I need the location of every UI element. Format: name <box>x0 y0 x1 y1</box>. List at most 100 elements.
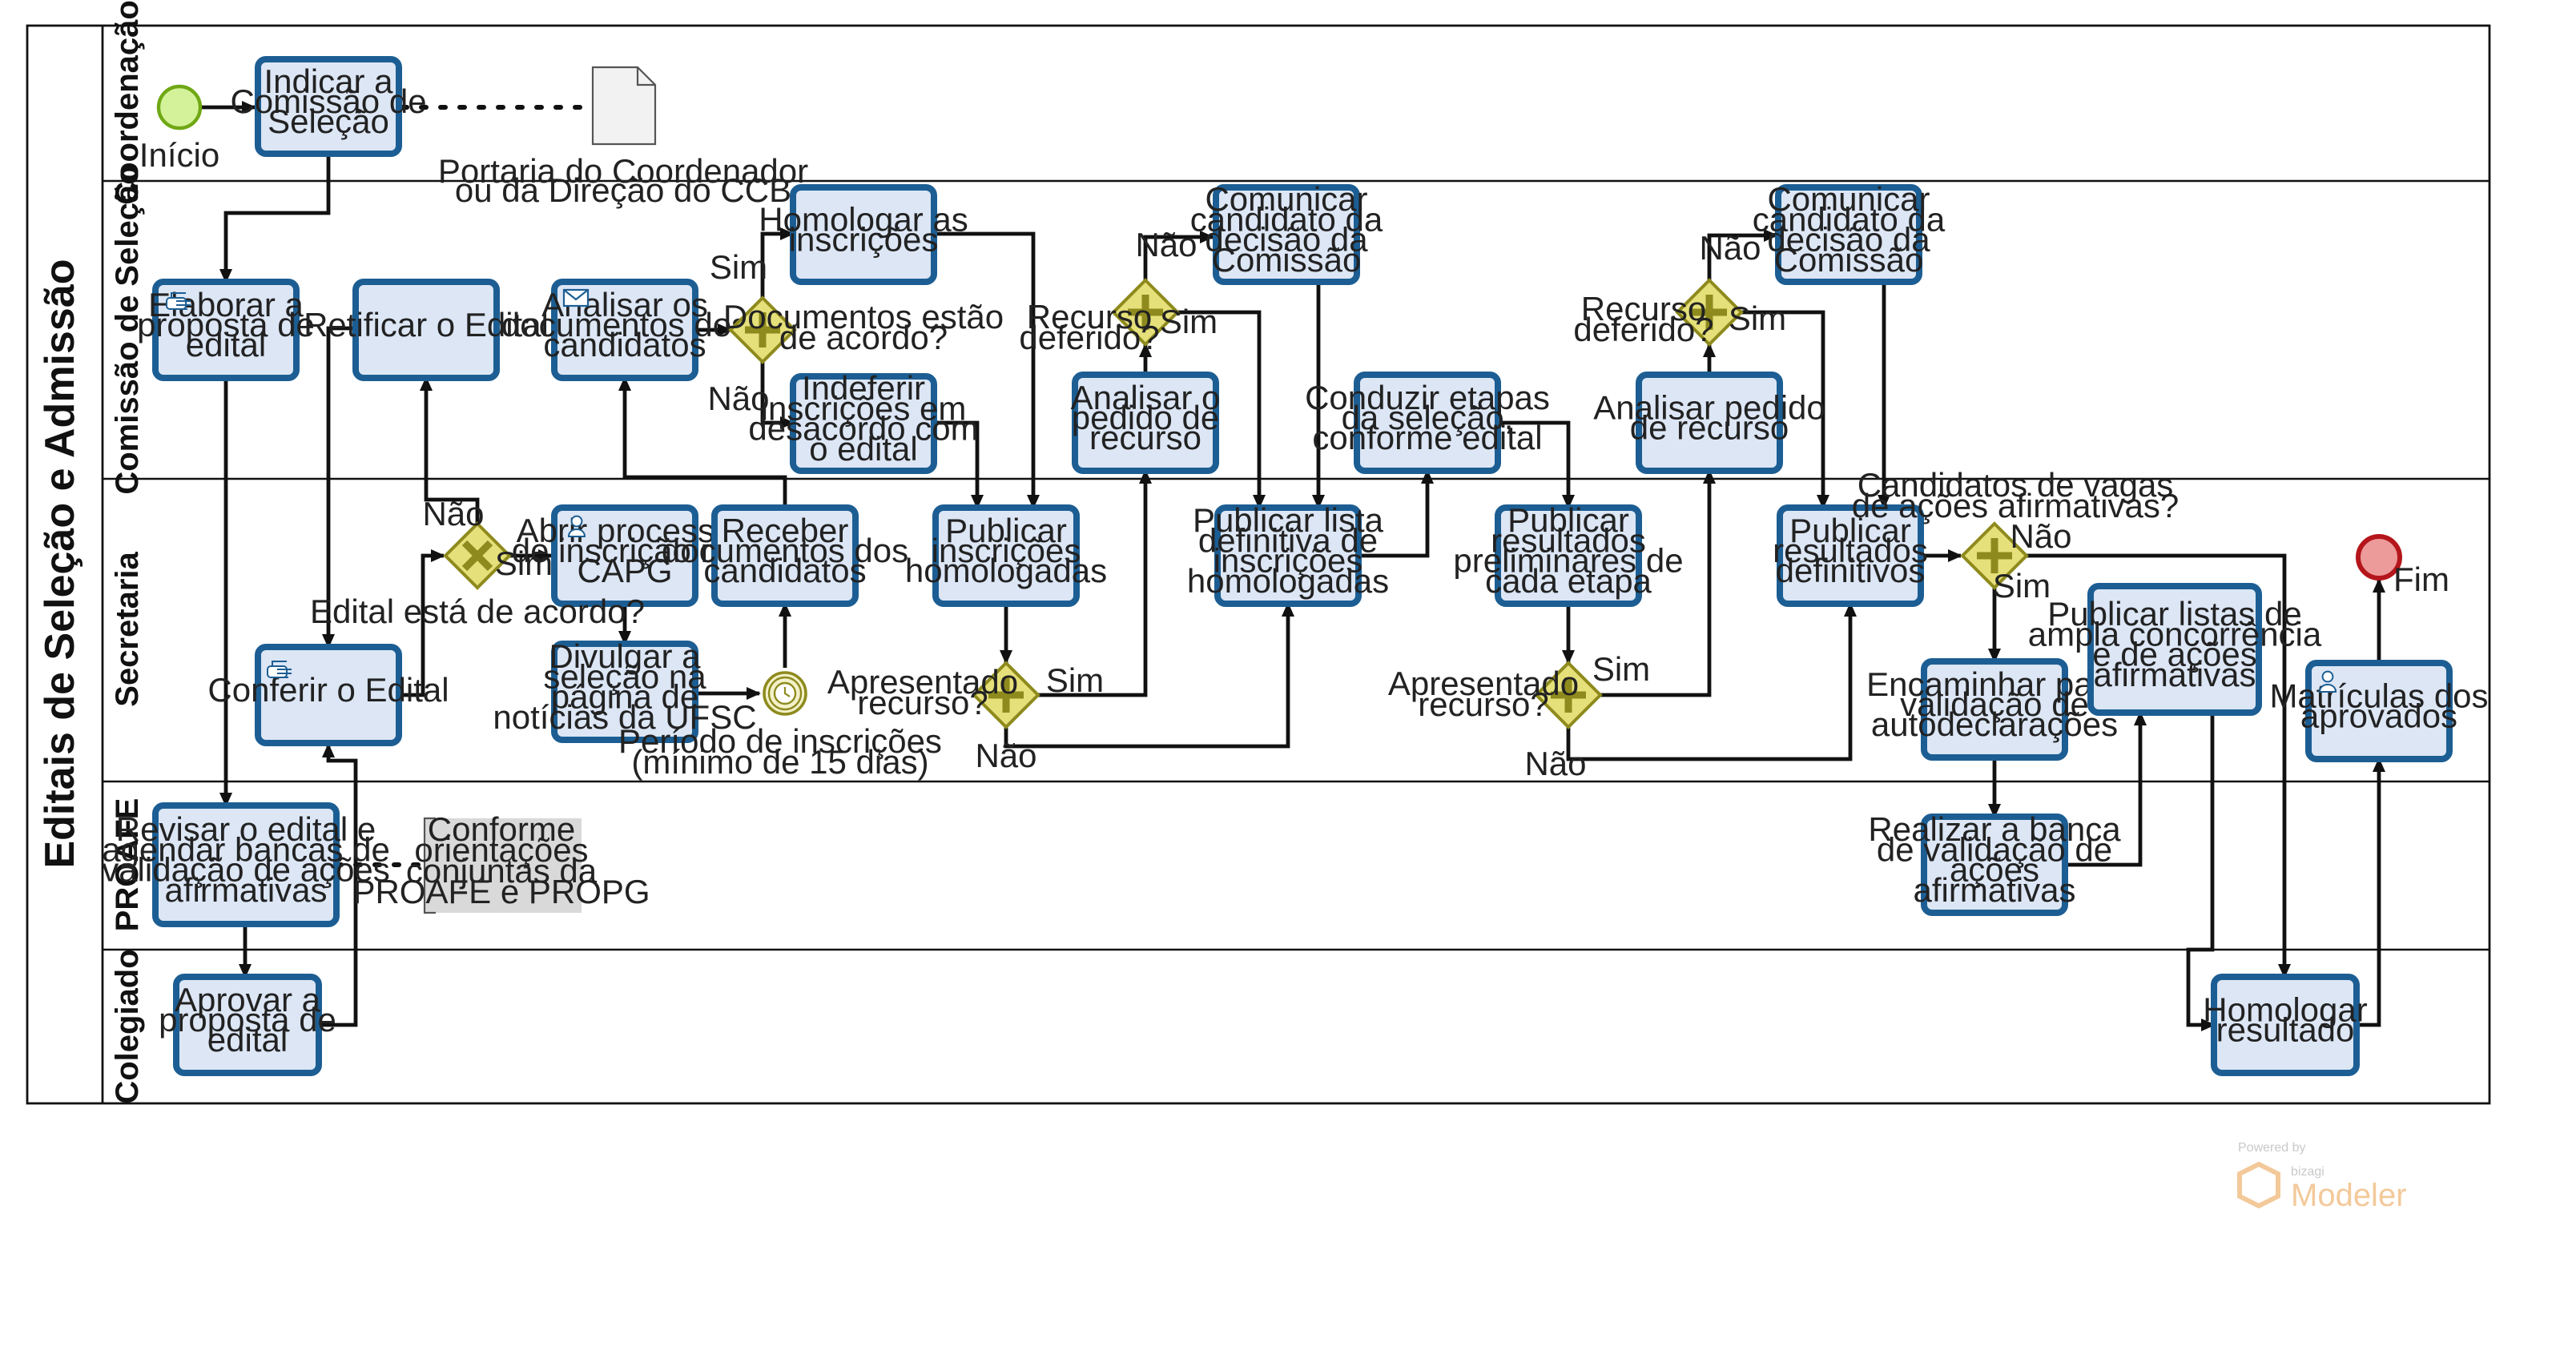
task-box <box>1072 372 1219 474</box>
task-label-line: candidato da <box>1190 200 1383 238</box>
label-periodo-1: Período de inscrições <box>618 722 942 760</box>
task-box <box>551 504 698 607</box>
label-apresentado2-1: Apresentado <box>1388 665 1579 702</box>
document-portaria-icon <box>591 66 657 146</box>
task-label-line: Publicar <box>945 512 1067 549</box>
label-sim: Sim <box>1993 567 2051 605</box>
label-nao: Não <box>1135 226 1197 263</box>
task-label-line: Publicar <box>1789 512 1911 549</box>
task-label-line: definitivos <box>1776 552 1926 589</box>
user-icon <box>2318 670 2337 693</box>
task-label-line: afirmativas <box>2093 656 2256 693</box>
end-label: Fim <box>2393 560 2449 598</box>
annotation-line-2: orientações <box>414 831 588 869</box>
task-label-line: candidato da <box>1753 200 1946 238</box>
task-label-line: conforme edital <box>1312 419 1542 456</box>
task-box <box>551 641 698 743</box>
task-label-line: notícias da UFSC <box>493 698 756 736</box>
task-label-line: cada etapa <box>1485 562 1652 600</box>
task-label-line: proposta de <box>137 306 315 344</box>
task-label-line: inscrições <box>1214 542 1363 580</box>
task-label-line: Conferir o Edital <box>207 671 449 709</box>
task-label-line: CAPG <box>577 552 672 589</box>
task-label-line: decisão da <box>1205 221 1368 259</box>
task-label-line: de recurso <box>1630 409 1789 447</box>
pool: Editais de Seleção e Admissão Coordenaçã… <box>26 0 2491 1105</box>
label-candidatos-2: de ações afirmativas? <box>1852 487 2180 524</box>
task-box <box>790 373 937 474</box>
task-box <box>932 504 1080 607</box>
task-label-line: página de <box>551 678 699 716</box>
task-label-line: validação de <box>1900 685 2089 723</box>
bizagi-logo: Powered by bizagi Modeler <box>2237 1141 2407 1213</box>
task-box <box>711 504 859 607</box>
annotation-line-1: Conforme <box>428 810 575 848</box>
powered-by-label: Powered by <box>2238 1141 2306 1155</box>
task-label-line: decisão da <box>1767 221 1930 259</box>
task-label-line: resultado <box>2216 1011 2355 1049</box>
label-nao: Não <box>2010 517 2071 555</box>
task-label-line: Homologar <box>2203 990 2367 1028</box>
task-box <box>2305 660 2453 762</box>
gateway-deferido1 <box>1111 278 1180 347</box>
task-label-line: o edital <box>809 430 917 468</box>
task-box <box>352 279 500 381</box>
task-label-line: homologadas <box>905 552 1107 589</box>
task-label-line: recurso <box>1089 419 1201 456</box>
label-deferido2-1: Recurso <box>1581 290 1706 327</box>
annotation-line-3: conjuntas da <box>406 852 598 890</box>
task-label-line: Seleção <box>268 102 389 140</box>
annotation-conforme: Conforme orientações conjuntas da PROAFE… <box>352 810 650 914</box>
task-box <box>152 802 340 927</box>
pool-title: Editais de Seleção e Admissão <box>37 259 83 868</box>
task-label-line: Receber <box>722 512 849 549</box>
label-nao: Não <box>707 380 769 417</box>
task-box <box>1495 504 1642 607</box>
task-label-line: resultados <box>1491 521 1646 559</box>
task-label-line: Conduzir etapas <box>1305 379 1550 416</box>
task-label-line: e de ações <box>2092 636 2257 673</box>
task-label-line: documentos dos <box>501 306 748 344</box>
task-label-line: ampla concorrência <box>2028 615 2322 653</box>
task-retificar: Retificar o Edital <box>304 279 549 381</box>
gateway-afirmativas <box>1960 521 2029 590</box>
task-label-line: documentos dos <box>662 532 908 569</box>
task-label-line: da seleção, <box>1342 399 1514 436</box>
label-deferido1-2: deferido? <box>1019 319 1159 356</box>
label-nao: Não <box>1699 229 1761 267</box>
label-nao: Não <box>1524 745 1586 782</box>
task-label-line: afirmativas <box>1913 871 2075 909</box>
task-label-line: inscrições em <box>761 389 967 427</box>
label-sim: Sim <box>710 248 767 286</box>
task-label-line: definitiva de <box>1198 521 1378 559</box>
task-box <box>1636 372 1783 474</box>
start-label: Início <box>139 136 219 174</box>
lane-title-secretaria: Secretaria <box>110 552 145 707</box>
timer-event <box>763 671 807 716</box>
label-periodo-2: (mínimo de 15 dias) <box>631 743 928 781</box>
manual-hand-icon <box>267 661 292 678</box>
label-deferido2-2: deferido? <box>1573 311 1713 348</box>
gateway-recurso1 <box>972 661 1040 729</box>
label-apresentado1-1: Apresentado <box>827 663 1018 701</box>
task-label-line: de validação de <box>1877 830 2112 868</box>
task-label-line: candidatos <box>703 552 866 589</box>
user-icon <box>567 515 586 537</box>
gateway-documentos <box>728 295 797 364</box>
task-box <box>2087 583 2262 716</box>
label-candidatos-1: Candidatos de vagas <box>1858 466 2174 504</box>
label-sim: Sim <box>1160 303 1218 340</box>
lane-title-proafe: PROAFE <box>110 798 145 932</box>
task-label-line: Analisar pedido <box>1593 388 1825 426</box>
task-label-line: Comissão <box>1774 241 1924 279</box>
